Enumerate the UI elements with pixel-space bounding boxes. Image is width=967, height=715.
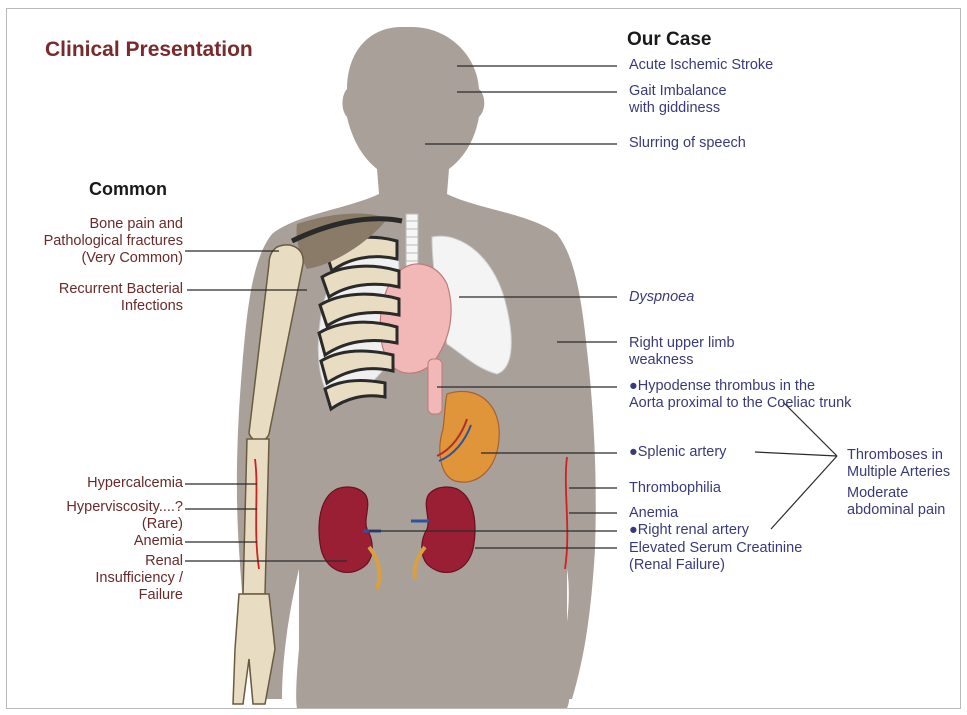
common-item-bone-1: Bone pain and: [89, 216, 183, 233]
summary-line-3: Moderate: [847, 485, 908, 502]
case-item-gait-1: Gait Imbalance: [629, 83, 727, 100]
summary-line-2: Multiple Arteries: [847, 464, 950, 481]
common-item-bone-2: Pathological fractures: [44, 233, 183, 250]
case-item-dyspnoea: Dyspnoea: [629, 289, 694, 306]
case-item-thrombus-1: ●Hypodense thrombus in the: [629, 378, 815, 395]
case-item-creatinine-2: (Renal Failure): [629, 557, 725, 574]
common-item-hyperviscosity-rare: (Rare): [142, 516, 183, 533]
common-item-renal-1: Renal: [145, 553, 183, 570]
common-item-anemia: Anemia: [134, 533, 183, 550]
summary-connector-lines: [755, 402, 837, 529]
case-item-splenic: ●Splenic artery: [629, 444, 726, 461]
summary-line-4: abdominal pain: [847, 502, 945, 519]
case-item-renal-artery: ●Right renal artery: [629, 522, 749, 539]
hand-bones: [233, 594, 275, 704]
common-item-infection-2: Infections: [121, 298, 183, 315]
case-item-limb-2: weakness: [629, 352, 693, 369]
case-item-limb-1: Right upper limb: [629, 335, 735, 352]
common-item-renal-2: Insufficiency /: [95, 570, 183, 587]
common-item-hyperviscosity: Hyperviscosity....?: [66, 499, 183, 516]
case-item-thrombophilia: Thrombophilia: [629, 480, 721, 497]
case-item-anemia: Anemia: [629, 505, 678, 522]
common-heading: Common: [89, 181, 167, 198]
right-kidney: [422, 487, 475, 572]
our-case-heading: Our Case: [627, 31, 711, 48]
common-item-hypercalcemia: Hypercalcemia: [87, 475, 183, 492]
case-item-speech: Slurring of speech: [629, 135, 746, 152]
figure-frame: Clinical Presentation Our Case Acute Isc…: [6, 8, 961, 709]
case-item-creatinine-1: Elevated Serum Creatinine: [629, 540, 802, 557]
common-item-infection-1: Recurrent Bacterial: [59, 281, 183, 298]
summary-line-1: Thromboses in: [847, 447, 943, 464]
case-item-gait-2: with giddiness: [629, 100, 720, 117]
case-item-thrombus-2: Aorta proximal to the Coeliac trunk: [629, 395, 851, 412]
common-item-renal-3: Failure: [139, 587, 183, 604]
case-item-stroke: Acute Ischemic Stroke: [629, 57, 773, 74]
common-item-bone-3: (Very Common): [81, 250, 183, 267]
page-title: Clinical Presentation: [45, 41, 253, 58]
